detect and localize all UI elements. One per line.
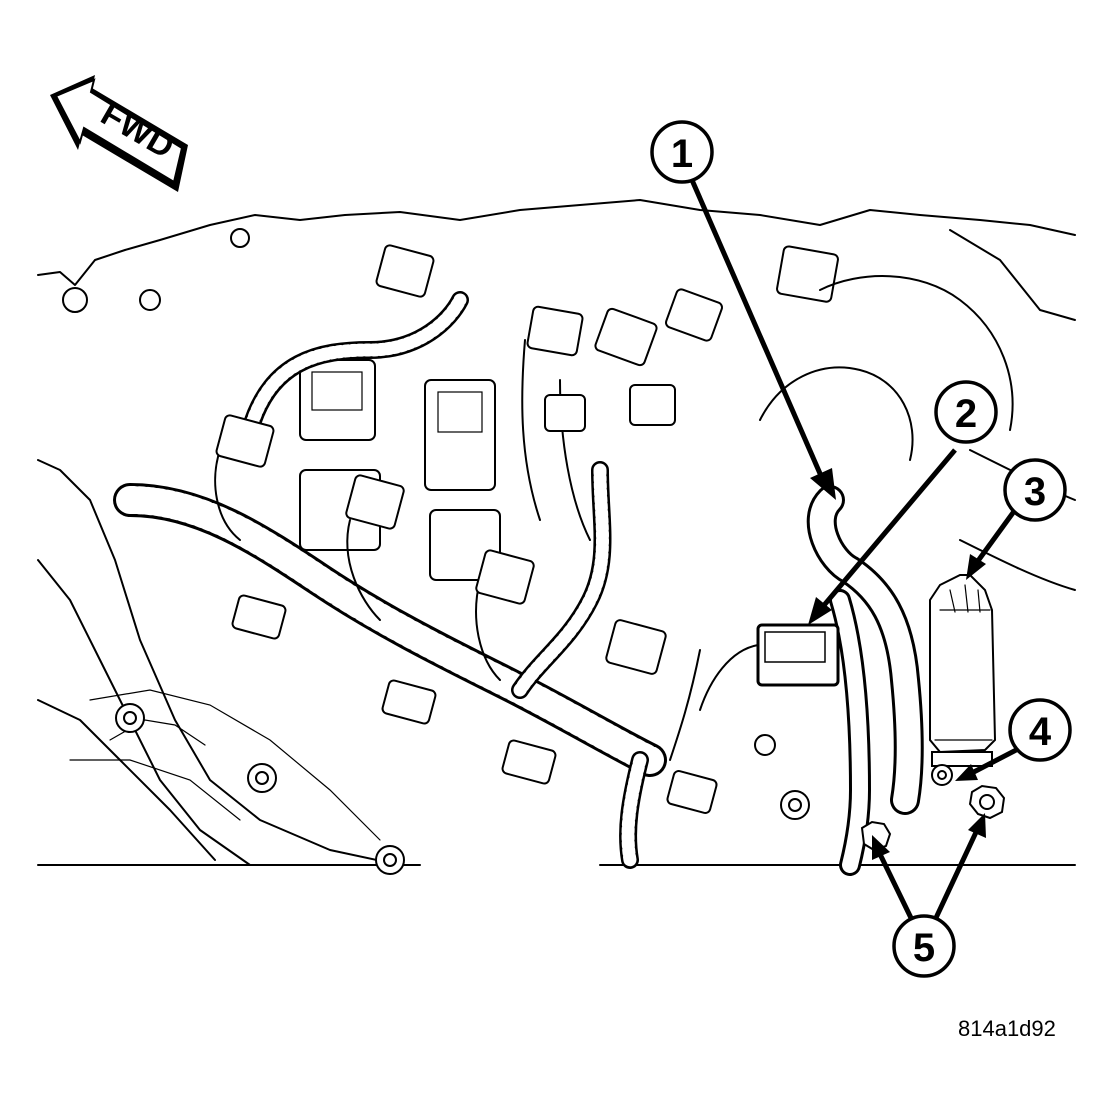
egr-tube: [806, 485, 924, 876]
wiring-harness: [113, 291, 701, 869]
callout-2-number: 2: [955, 392, 977, 436]
callout-2: 2: [934, 380, 998, 444]
callout-5: 5: [892, 914, 956, 978]
callout-leader-lines: [689, 179, 1022, 922]
callout-4-number: 4: [1029, 710, 1052, 754]
callout-1: 1: [650, 120, 714, 184]
figure-id: 814a1d92: [958, 1016, 1056, 1041]
callout-3-number: 3: [1024, 470, 1046, 514]
callout-3: 3: [1003, 458, 1067, 522]
ignition-coils: [299, 359, 501, 581]
callout-5-number: 5: [913, 926, 935, 970]
forward-arrow-icon: FWD: [50, 75, 188, 192]
egr-valve-connector: [699, 623, 840, 711]
egr-valve: [929, 574, 997, 767]
electrical-connectors: [215, 244, 839, 814]
manifold-bolts: [62, 228, 810, 875]
egr-mounting-bolts: [860, 764, 1006, 852]
callout-4: 4: [1008, 698, 1072, 762]
callout-1-number: 1: [671, 132, 693, 176]
